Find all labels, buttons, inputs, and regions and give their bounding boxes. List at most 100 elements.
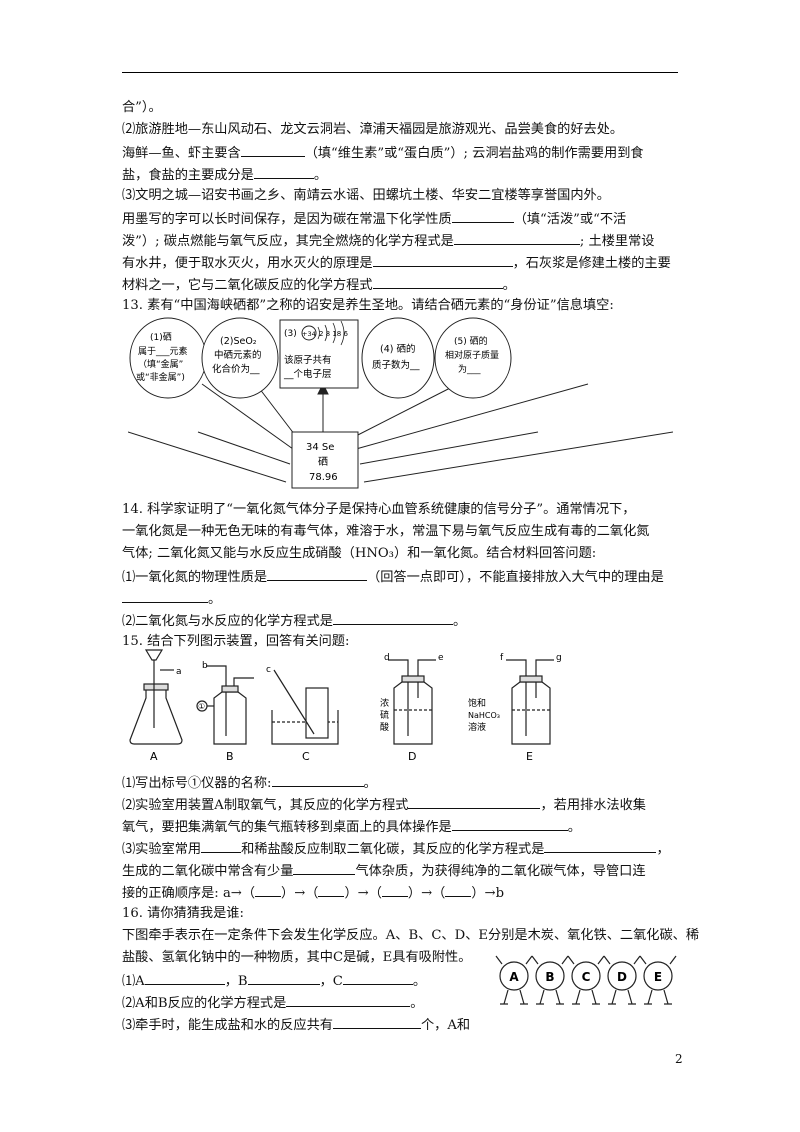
text-line: 泼”）; 碳点燃能与氧气反应，其完全燃烧的化学方程式是; 土楼里常设 <box>122 232 655 249</box>
svg-text:为___: 为___ <box>458 363 481 375</box>
text-line: ⑵二氧化氮与水反应的化学方程式是。 <box>122 612 467 629</box>
svg-text:(4) 硒的: (4) 硒的 <box>380 343 415 355</box>
svg-text:A: A <box>509 970 519 984</box>
svg-text:浓: 浓 <box>380 698 389 709</box>
answer-blank[interactable] <box>255 884 282 897</box>
page-number: 2 <box>675 1052 683 1066</box>
answer-blank[interactable] <box>445 884 472 897</box>
apparatus-figure: a b ① c d e f g 浓 硫 酸 饱和 NaHCO₃ 溶液 A B C… <box>129 649 562 763</box>
question-13-title: 13. 素有“中国海峡硒都”之称的诏安是养生圣地。请结合硒元素的“身份证”信息填… <box>122 298 614 313</box>
answer-blank[interactable] <box>122 590 208 603</box>
svg-text:f: f <box>500 653 504 663</box>
text-line: ⑶牵手时，能生成盐和水的反应共有个，A和 <box>122 1016 471 1033</box>
text-line: ⑴写出标号①仪器的名称:。 <box>122 774 377 791</box>
svg-text:C: C <box>302 750 310 763</box>
svg-text:D: D <box>617 970 627 984</box>
answer-blank[interactable] <box>201 840 242 853</box>
answer-blank[interactable] <box>342 972 413 985</box>
svg-text:(1)硒: (1)硒 <box>150 332 172 343</box>
answer-blank[interactable] <box>240 144 305 157</box>
text-line: 氧气，要把集满氧气的集气瓶转移到桌面上的具体操作是。 <box>122 818 581 835</box>
answer-blank[interactable] <box>451 210 514 223</box>
text-line: 用墨写的字可以长时间保存，是因为碳在常温下化学性质（填“活泼”或“不活 <box>122 210 627 227</box>
svg-text:饱和: 饱和 <box>468 697 486 709</box>
svg-text:质子数为__: 质子数为__ <box>372 359 420 371</box>
svg-text:或“非金属”): 或“非金属”) <box>136 371 185 383</box>
handshake-figure: A B C D E <box>495 955 677 1005</box>
svg-text:NaHCO₃: NaHCO₃ <box>468 711 500 720</box>
answer-blank[interactable] <box>318 884 345 897</box>
answer-blank[interactable] <box>372 254 513 267</box>
text-line: 接的正确顺序是: a→（）→（）→（）→（）→b <box>122 884 505 901</box>
answer-blank[interactable] <box>333 1016 421 1029</box>
svg-text:(2)SeO₂: (2)SeO₂ <box>220 336 257 347</box>
svg-text:化合价为__: 化合价为__ <box>212 363 260 375</box>
svg-text:相对原子质量: 相对原子质量 <box>445 349 499 361</box>
text-line: 盐酸、氢氧化钠中的一种物质，其中C是碱，E具有吸附性。 <box>122 950 472 965</box>
svg-text:(5) 硒的: (5) 硒的 <box>454 335 488 347</box>
svg-text:B: B <box>545 970 554 984</box>
answer-blank[interactable] <box>333 612 453 625</box>
answer-blank[interactable] <box>286 994 411 1007</box>
svg-text:2 8 18 6: 2 8 18 6 <box>319 330 348 338</box>
svg-text:溶液: 溶液 <box>468 721 486 733</box>
answer-blank[interactable] <box>247 972 320 985</box>
text-line: 气体; 二氧化氮又能与水反应生成硝酸（HNO₃）和一氧化氮。结合材料回答问题: <box>122 546 597 561</box>
svg-text:A: A <box>150 750 158 763</box>
svg-text:e: e <box>438 653 444 663</box>
svg-text:硫: 硫 <box>380 709 389 721</box>
property-circle-1 <box>129 317 207 399</box>
property-circle-4 <box>361 317 435 399</box>
svg-text:(3): (3) <box>284 329 297 339</box>
svg-text:该原子共有: 该原子共有 <box>284 354 332 366</box>
answer-blank[interactable] <box>271 774 364 787</box>
element-cell <box>291 431 359 489</box>
svg-text:E: E <box>654 970 662 984</box>
answer-blank[interactable] <box>267 568 368 581</box>
svg-text:D: D <box>408 750 416 763</box>
answer-blank[interactable] <box>544 840 657 853</box>
text-line: 有水井，便于取水灭火，用水灭火的原理是，石灰浆是修建土楼的主要 <box>122 254 671 271</box>
svg-text:（填“金属”: （填“金属” <box>138 358 183 370</box>
svg-text:c: c <box>266 665 271 675</box>
text-line: ⑶实验室常用和稀盐酸反应制取二氧化碳，其反应的化学方程式是， <box>122 840 670 857</box>
text-line: 材料之一，它与二氧化碳反应的化学方程式。 <box>122 276 516 293</box>
text-line: ⑵A和B反应的化学方程式是。 <box>122 994 424 1011</box>
property-circle-2 <box>201 317 279 399</box>
svg-text:g: g <box>556 653 562 663</box>
answer-blank[interactable] <box>372 276 503 289</box>
text-line: 海鲜—鱼、虾主要含（填“维生素”或“蛋白质”）; 云洞岩盐鸡的制作需要用到食 <box>122 144 644 161</box>
text-line: 。 <box>122 590 221 608</box>
answer-blank[interactable] <box>253 166 314 179</box>
text-line: ⑵实验室用装置A制取氧气，其反应的化学方程式，若用排水法收集 <box>122 796 646 813</box>
svg-text:34 Se: 34 Se <box>306 442 334 453</box>
question-15-title: 15. 结合下列图示装置，回答有关问题: <box>122 634 350 649</box>
svg-text:属于___元素: 属于___元素 <box>138 345 188 357</box>
svg-text:①: ① <box>198 702 205 711</box>
svg-text:a: a <box>176 667 182 677</box>
answer-blank[interactable] <box>451 818 568 831</box>
svg-text:C: C <box>582 970 591 984</box>
question-16-title: 16. 请你猜猜我是谁: <box>122 906 244 921</box>
svg-text:d: d <box>384 653 390 663</box>
property-circle-5 <box>434 317 512 399</box>
svg-text:78.96: 78.96 <box>309 472 338 483</box>
svg-text:b: b <box>202 661 208 671</box>
text-line: ⑴一氧化氮的物理性质是（回答一点即可），不能直接排放入大气中的理由是 <box>122 568 664 585</box>
svg-text:酸: 酸 <box>380 722 389 733</box>
text-line: ⑵旅游胜地—东山风动石、龙文云洞岩、漳浦天福园是旅游观光、品尝美食的好去处。 <box>122 122 624 137</box>
selenium-figure: (1)硒 属于___元素 （填“金属” 或“非金属”) (2)SeO₂ 中硒元素… <box>128 317 673 489</box>
question-14-title: 14. 科学家证明了“一氧化氮气体分子是保持心血管系统健康的信号分子”。通常情况… <box>122 502 636 517</box>
text-line: 下图牵手表示在一定条件下会发生化学反应。A、B、C、D、E分别是木炭、氧化铁、二… <box>122 928 700 943</box>
answer-blank[interactable] <box>408 796 541 809</box>
text-line: 合”）。 <box>122 100 162 115</box>
answer-blank[interactable] <box>293 862 356 875</box>
svg-text:中硒元素的: 中硒元素的 <box>214 349 262 361</box>
answer-blank[interactable] <box>381 884 408 897</box>
text-line: 生成的二氧化碳中常含有少量气体杂质，为获得纯净的二氧化碳气体，导管口连 <box>122 862 646 879</box>
answer-blank[interactable] <box>453 232 580 245</box>
svg-text:+34: +34 <box>302 330 316 338</box>
text-line: ⑴A，B，C。 <box>122 972 427 989</box>
answer-blank[interactable] <box>144 972 225 985</box>
svg-text:B: B <box>226 750 234 763</box>
